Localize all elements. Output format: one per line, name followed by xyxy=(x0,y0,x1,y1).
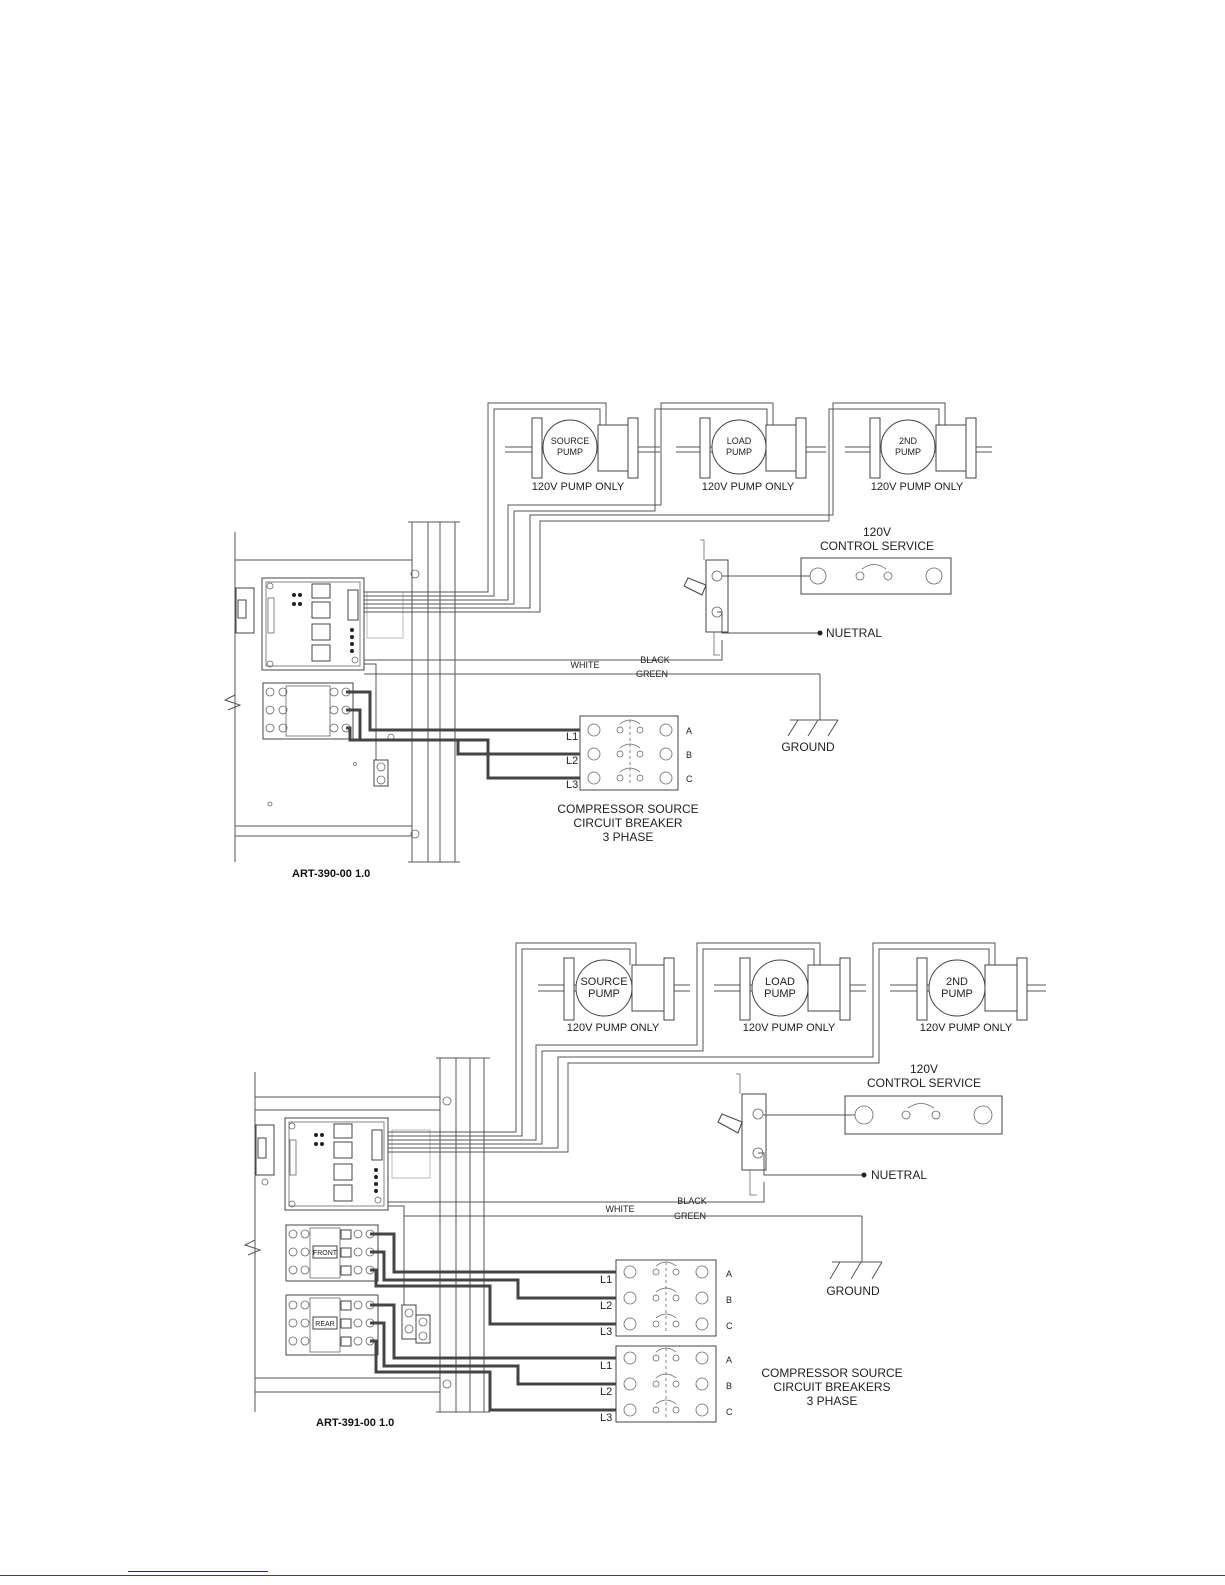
pump-caption: 120V PUMP ONLY xyxy=(702,481,795,493)
wire-label-black: BLACK xyxy=(677,1196,707,1206)
ground-label: GROUND xyxy=(781,740,835,754)
pump-label-line2: PUMP xyxy=(557,447,583,457)
contactor-front: FRONT xyxy=(285,1224,379,1282)
unit-cabinet xyxy=(243,1057,490,1413)
pump-source: SOURCE PUMP 120V PUMP ONLY xyxy=(505,417,660,493)
wiring-diagram-2: FRONT REAR xyxy=(243,942,1046,1429)
circuit-breaker: L1 L2 L3 A B C COMPRESSOR SOURCE CIRCUIT… xyxy=(557,715,699,844)
contactor-rear: REAR xyxy=(285,1294,379,1356)
pump-label-line2: PUMP xyxy=(588,988,620,1000)
breaker-caption-line3: 3 PHASE xyxy=(603,830,654,844)
disconnect-switch xyxy=(717,1073,767,1196)
breaker-caption-line2: CIRCUIT BREAKER xyxy=(573,816,682,830)
pump-wiring xyxy=(388,942,996,1153)
pump-load: LOAD PUMP 120V PUMP ONLY xyxy=(676,417,826,493)
pump-label-line1: LOAD xyxy=(765,976,795,988)
pump-caption: 120V PUMP ONLY xyxy=(567,1022,660,1034)
pump-caption: 120V PUMP ONLY xyxy=(743,1022,836,1034)
compressor-wiring xyxy=(346,690,582,780)
breaker-caption: COMPRESSOR SOURCE CIRCUIT BREAKERS 3 PHA… xyxy=(761,1366,902,1408)
control-service-line1: 120V xyxy=(863,525,891,539)
pump-source: SOURCE PUMP 120V PUMP ONLY xyxy=(538,957,690,1034)
neutral-label: NUETRAL xyxy=(826,626,882,640)
contactor-label: REAR xyxy=(315,1321,334,1328)
control-service: 120V CONTROL SERVICE xyxy=(763,1062,1003,1135)
wire-label-white: WHITE xyxy=(571,660,600,670)
pump-label-line1: LOAD xyxy=(727,436,752,446)
pump-caption: 120V PUMP ONLY xyxy=(920,1022,1013,1034)
power-feed-wiring: NUETRAL BLACK WHITE GREEN xyxy=(388,1152,927,1305)
breaker-line-label: L1 xyxy=(566,731,578,743)
breaker-phase-label: B xyxy=(686,750,692,760)
circuit-breaker-rear: L1 L2 L3 A B C xyxy=(600,1345,733,1424)
breaker-line-label: L1 xyxy=(600,1274,612,1286)
footer-rule xyxy=(0,1575,1225,1576)
ground-lug xyxy=(401,1304,431,1344)
wire-label-green: GREEN xyxy=(674,1211,706,1221)
control-board xyxy=(284,1117,431,1211)
disconnect-switch xyxy=(683,539,729,656)
breaker-line-label: L3 xyxy=(600,1326,612,1338)
breaker-phase-label: C xyxy=(686,774,693,784)
breaker-phase-label: B xyxy=(726,1381,732,1391)
breaker-line-label: L1 xyxy=(600,1360,612,1372)
breaker-line-label: L3 xyxy=(566,779,578,791)
footer-link-underline xyxy=(128,1571,268,1572)
wire-label-green: GREEN xyxy=(636,669,668,679)
wiring-diagram-1: SOURCE PUMP 120V PUMP ONLY LOAD PUMP 120… xyxy=(223,402,992,880)
pump-2nd: 2ND PUMP 120V PUMP ONLY xyxy=(890,957,1046,1034)
breaker-phase-label: C xyxy=(726,1407,733,1417)
breaker-phase-label: A xyxy=(726,1269,732,1279)
pump-caption: 120V PUMP ONLY xyxy=(532,481,625,493)
control-service: 120V CONTROL SERVICE xyxy=(722,525,952,595)
ground-label: GROUND xyxy=(826,1284,880,1298)
breaker-phase-label: B xyxy=(726,1295,732,1305)
wire-label-white: WHITE xyxy=(606,1204,635,1214)
power-feed-wiring: NUETRAL BLACK WHITE GREEN xyxy=(364,611,882,760)
pump-label-line2: PUMP xyxy=(726,447,752,457)
breaker-caption-line2: CIRCUIT BREAKERS xyxy=(773,1380,890,1394)
breaker-line-label: L2 xyxy=(600,1386,612,1398)
pump-label-line1: SOURCE xyxy=(580,976,627,988)
wire-label-black: BLACK xyxy=(640,655,670,665)
control-service-line2: CONTROL SERVICE xyxy=(867,1076,981,1090)
pump-caption: 120V PUMP ONLY xyxy=(871,481,964,493)
pump-label-line2: PUMP xyxy=(895,447,921,457)
compressor-wiring xyxy=(370,1232,618,1412)
ground-lug xyxy=(373,733,395,787)
pump-2nd: 2ND PUMP 120V PUMP ONLY xyxy=(845,417,992,493)
circuit-breaker-front: L1 L2 L3 A B C xyxy=(600,1259,733,1338)
pump-label-line1: SOURCE xyxy=(551,436,590,446)
breaker-caption-line1: COMPRESSOR SOURCE xyxy=(557,802,698,816)
pump-load: LOAD PUMP 120V PUMP ONLY xyxy=(714,957,866,1034)
unit-cabinet xyxy=(223,521,460,863)
breaker-phase-label: A xyxy=(686,726,692,736)
contactor xyxy=(262,682,354,740)
pump-label-line1: 2ND xyxy=(899,436,918,446)
control-service-line1: 120V xyxy=(910,1062,938,1076)
breaker-line-label: L3 xyxy=(600,1412,612,1424)
pump-wiring xyxy=(364,402,946,613)
contactor-label: FRONT xyxy=(313,1250,338,1257)
control-service-line2: CONTROL SERVICE xyxy=(820,539,934,553)
control-board xyxy=(261,577,404,671)
breaker-line-label: L2 xyxy=(600,1300,612,1312)
breaker-caption-line3: 3 PHASE xyxy=(807,1394,858,1408)
art-id: ART-391-00 1.0 xyxy=(316,1417,394,1429)
ground-symbol: GROUND xyxy=(781,719,839,754)
pump-label-line2: PUMP xyxy=(764,988,796,1000)
breaker-caption-line1: COMPRESSOR SOURCE xyxy=(761,1366,902,1380)
ground-symbol: GROUND xyxy=(826,1261,883,1298)
art-id: ART-390-00 1.0 xyxy=(292,868,370,880)
pump-label-line2: PUMP xyxy=(941,988,973,1000)
neutral-label: NUETRAL xyxy=(871,1168,927,1182)
pump-label-line1: 2ND xyxy=(946,976,968,988)
breaker-phase-label: A xyxy=(726,1355,732,1365)
breaker-line-label: L2 xyxy=(566,755,578,767)
breaker-phase-label: C xyxy=(726,1321,733,1331)
